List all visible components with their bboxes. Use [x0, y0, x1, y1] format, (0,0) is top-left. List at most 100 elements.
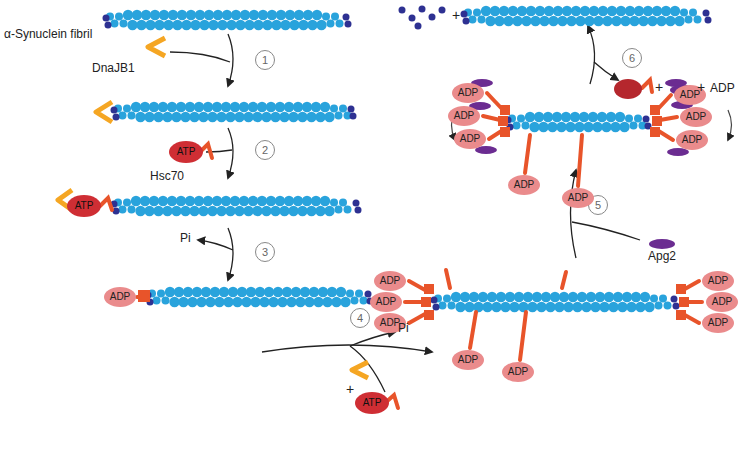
fibril-subunit	[592, 122, 602, 132]
plus-sign: +	[346, 382, 354, 396]
fibril-subunit	[309, 287, 319, 297]
fibril-subunit	[271, 20, 281, 30]
fibril-subunit	[250, 297, 260, 307]
fibril-subunit	[266, 102, 276, 112]
fibril-subunit	[262, 20, 272, 30]
fibril-subunit	[643, 6, 653, 16]
fibril-subunit	[162, 206, 172, 216]
fibril-subunit	[536, 302, 546, 312]
fibril-subunit	[601, 122, 611, 132]
fibril-subunit	[198, 112, 208, 122]
fibril-subunit	[617, 302, 627, 312]
fibril-subunit	[302, 102, 312, 112]
fibril-subunit	[252, 112, 262, 122]
chaperone-name: DnaJB1	[92, 62, 135, 74]
fibril-subunit	[255, 287, 265, 297]
fibril-subunit	[196, 297, 206, 307]
fibril-subunit	[527, 302, 537, 312]
fibril-subunit	[311, 102, 321, 112]
fibril-subunit	[186, 10, 196, 20]
fibril-subunit	[237, 287, 247, 297]
fibril-subunit	[199, 20, 209, 30]
fibril-subunit	[640, 292, 650, 302]
fibril-subunit	[141, 10, 151, 20]
node-text: ADP	[460, 134, 481, 144]
fibril-subunit	[145, 20, 155, 30]
fibril-subunit	[270, 206, 280, 216]
fibril-subunit	[586, 292, 596, 302]
fibril-subunit	[318, 287, 328, 297]
fibril-subunit	[620, 16, 630, 26]
fibril-subunit	[541, 292, 551, 302]
fibril-subunit	[144, 112, 154, 122]
fibril-subunit	[512, 16, 522, 26]
fibril-subunit	[132, 10, 142, 20]
fibril-subunit	[120, 20, 128, 28]
fibril-subunit	[335, 206, 343, 214]
fibril-subunit	[235, 20, 245, 30]
hsc70-product	[614, 79, 642, 99]
fibril-subunit	[300, 287, 310, 297]
fibril-subunit	[158, 102, 168, 112]
fibril-subunit	[351, 297, 359, 305]
fibril-subunit	[261, 112, 271, 122]
step-number-circle: 4	[350, 308, 370, 328]
fibril-subunit	[523, 292, 533, 302]
fibril-subunit	[503, 16, 513, 26]
fibril-subunit	[113, 114, 120, 121]
fibril-subunit	[257, 196, 267, 206]
fibril-subunit	[544, 6, 554, 16]
fibril-subunit	[243, 112, 253, 122]
fibril-subunit	[223, 297, 233, 307]
fibril-subunit	[548, 16, 558, 26]
fibril-subunit	[225, 206, 235, 216]
fibril-subunit	[270, 112, 280, 122]
fibril-subunit	[331, 13, 339, 21]
fibril-subunit	[297, 112, 307, 122]
fibril-subunit	[513, 122, 521, 130]
fibril-subunit	[499, 6, 509, 16]
fibril-subunit	[153, 297, 161, 305]
fibril-subunit	[192, 287, 202, 297]
fibril-subunit	[320, 102, 330, 112]
fibril-subunit	[149, 102, 159, 112]
fibril-subunit	[659, 295, 667, 303]
fibril-subunit	[539, 16, 549, 26]
fibril-subunit	[221, 196, 231, 206]
node-text: ADP	[514, 180, 535, 190]
node-text: ADP	[458, 88, 479, 98]
fibril-subunit	[131, 102, 141, 112]
dnajb1-chevrons	[58, 38, 368, 378]
fibril-subunit	[123, 10, 133, 20]
fibril-subunit	[291, 287, 301, 297]
fibril-subunit	[491, 302, 501, 312]
fibril-subunit	[257, 102, 267, 112]
node-text: 6	[629, 53, 635, 64]
fibril-subunit	[583, 122, 593, 132]
fibril-subunit	[348, 106, 355, 113]
fibril-subunit	[123, 199, 131, 207]
fibril-subunit	[638, 16, 648, 26]
step-number-circle: 2	[255, 140, 275, 160]
fibril-subunit	[230, 196, 240, 206]
fibril-subunit	[514, 292, 524, 302]
fibril-subunit	[634, 6, 644, 16]
fibril-subunit	[201, 287, 211, 297]
fibril-subunit	[505, 292, 515, 302]
fibril-subunit	[159, 10, 169, 20]
step-number-circle: 3	[255, 242, 275, 262]
fibril-subunit	[226, 20, 236, 30]
fibril-subunit	[517, 6, 527, 16]
fibril-subunit	[509, 302, 519, 312]
fibril-subunit	[597, 112, 607, 122]
adp-oval: ADP	[502, 362, 534, 382]
fibril-subunit	[240, 10, 250, 20]
atp-oval: ATP	[67, 195, 101, 217]
fibril-subunit	[216, 206, 226, 216]
node-text: ADP	[380, 276, 401, 286]
plus-sign: +	[697, 80, 705, 94]
fibril-subunit	[529, 122, 539, 132]
fibril-subunit	[433, 304, 440, 311]
adp-oval: ADP	[104, 287, 136, 307]
fibril-subunit	[144, 206, 154, 216]
